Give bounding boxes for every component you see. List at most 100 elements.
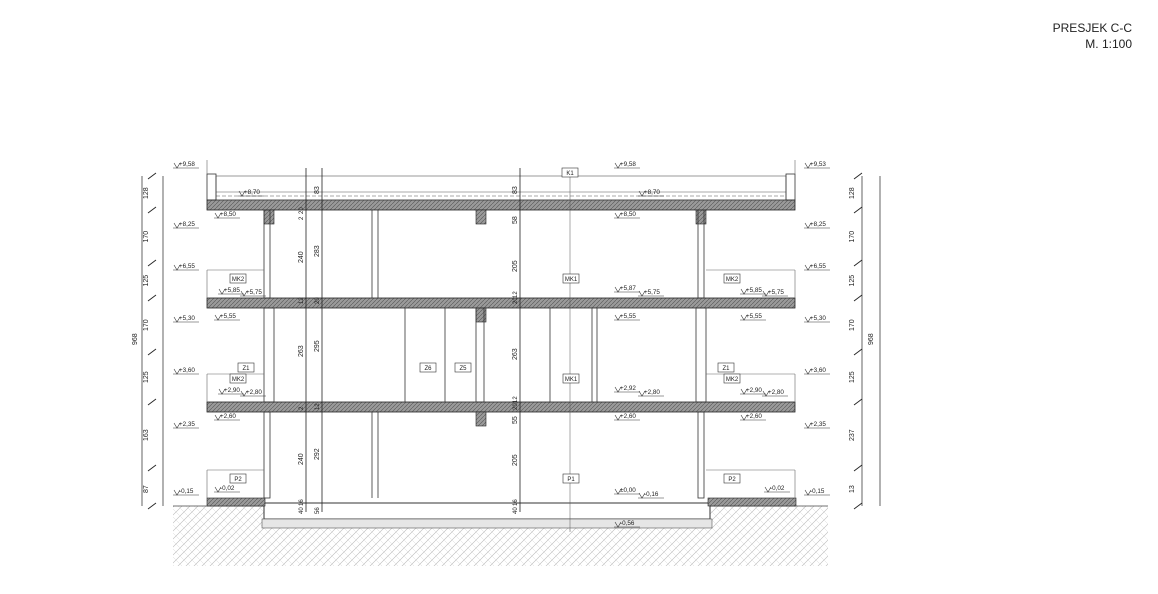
tag-box: [723, 273, 741, 284]
inner-level-mark: +2,80: [246, 389, 262, 396]
parapet-left: [206, 173, 217, 201]
thickness-value: 20: [315, 297, 321, 304]
inner-level-mark: +5,75: [246, 289, 262, 296]
dimension-value: 170: [849, 319, 856, 331]
tag-label: P1: [567, 477, 575, 483]
dimension-value: 170: [143, 319, 150, 331]
thickness-value: 2: [299, 216, 305, 220]
dimension-value: 170: [143, 231, 150, 243]
dimension-value: 125: [143, 371, 150, 383]
height-value: 83: [314, 186, 321, 194]
thickness-value: 12: [299, 297, 305, 304]
thickness-value: 20: [299, 207, 305, 214]
outer-dimension-lines: [141, 176, 881, 506]
tag-label: Z1: [242, 366, 250, 372]
beam: [475, 307, 487, 323]
tag-box: [419, 362, 437, 373]
tag-box: [229, 373, 247, 384]
tag-label: MK2: [726, 277, 739, 283]
inner-level-mark: +2,92: [620, 385, 636, 392]
height-value: 263: [298, 345, 305, 357]
beam: [263, 209, 275, 225]
inner-level-mark: -0,16: [644, 491, 659, 498]
thickness-value: 40: [513, 507, 519, 514]
tag-label: Z6: [424, 366, 432, 372]
inner-level-mark: -0,02: [770, 485, 785, 492]
tag-box: [717, 362, 735, 373]
tag-label: MK2: [232, 277, 245, 283]
level-mark-right: +8,25: [810, 221, 826, 228]
thickness-value: 16: [513, 499, 519, 506]
inner-level-mark: +8,70: [244, 189, 260, 196]
levels-right: +9,53+8,25+6,55+5,30+3,60+2,35-0,15: [804, 161, 830, 496]
tag-box: [723, 373, 741, 384]
dimension-value: 237: [849, 429, 856, 441]
inner-level-mark: +5,75: [768, 289, 784, 296]
height-value: 83: [512, 186, 519, 194]
tag-label: P2: [234, 477, 242, 483]
tag-label: Z5: [459, 366, 467, 372]
tag-box: [723, 473, 741, 484]
title-block: PRESJEK C-C M. 1:100: [1053, 20, 1132, 52]
ground-slab-right: [707, 497, 797, 507]
tag-box: [454, 362, 472, 373]
inner-level-mark: +5,55: [620, 313, 636, 320]
level-mark-right: +3,60: [810, 367, 826, 374]
tag-box: [237, 362, 255, 373]
level-mark-left: +5,30: [179, 315, 195, 322]
dimension-value: 170: [849, 231, 856, 243]
section-title: PRESJEK C-C: [1052, 21, 1132, 35]
tag-label: MK2: [232, 377, 245, 383]
level-mark-right: +5,30: [810, 315, 826, 322]
inner-dimension-lines: [305, 168, 521, 512]
height-value: 295: [314, 340, 321, 352]
level-mark-left: +8,25: [179, 221, 195, 228]
height-value: 205: [512, 454, 519, 466]
tag-label: Z1: [722, 366, 730, 372]
ground-slab: [206, 497, 266, 507]
roof-buildup: [215, 175, 787, 201]
inner-level-mark: +5,55: [220, 313, 236, 320]
height-value: 58: [512, 216, 519, 224]
height-value: 240: [298, 251, 305, 263]
height-value: 263: [512, 348, 519, 360]
inner-level-mark: +2,90: [224, 387, 240, 394]
beam: [475, 411, 487, 427]
height-value: 205: [512, 260, 519, 272]
floor-slab-1: [206, 401, 796, 413]
dimension-value: 87: [143, 485, 150, 493]
tag-box: [562, 373, 580, 384]
tag-box: [229, 273, 247, 284]
inner-level-mark: +2,60: [746, 413, 762, 420]
inner-level-mark: +2,90: [746, 387, 762, 394]
height-value: 240: [298, 453, 305, 465]
inner-level-mark: +2,80: [644, 389, 660, 396]
level-mark-left: +6,55: [179, 263, 195, 270]
level-mark-left: -0,15: [179, 488, 194, 495]
foundation-slab: [263, 502, 711, 520]
tag-box: [562, 273, 580, 284]
inner-level-mark: +8,50: [620, 211, 636, 218]
dimension-value: 125: [143, 275, 150, 287]
level-mark-left: +3,60: [179, 367, 195, 374]
tag-label: P2: [728, 477, 736, 483]
inner-level-mark: ±0,00: [620, 487, 636, 494]
level-mark-right: +9,53: [810, 161, 826, 168]
inner-level-mark: +5,75: [644, 289, 660, 296]
thickness-value: 20: [513, 297, 519, 304]
inner-level-mark: -0,56: [620, 520, 635, 527]
walls: [263, 209, 707, 499]
tag-label: K1: [566, 171, 574, 177]
inner-level-mark: +8,50: [220, 211, 236, 218]
inner-level-mark: +5,55: [746, 313, 762, 320]
dimension-value: 125: [849, 371, 856, 383]
tag-label: MK2: [726, 377, 739, 383]
dimension-value: 163: [143, 429, 150, 441]
inner-level-mark: +5,85: [224, 287, 240, 294]
tag-label: MK1: [565, 277, 578, 283]
